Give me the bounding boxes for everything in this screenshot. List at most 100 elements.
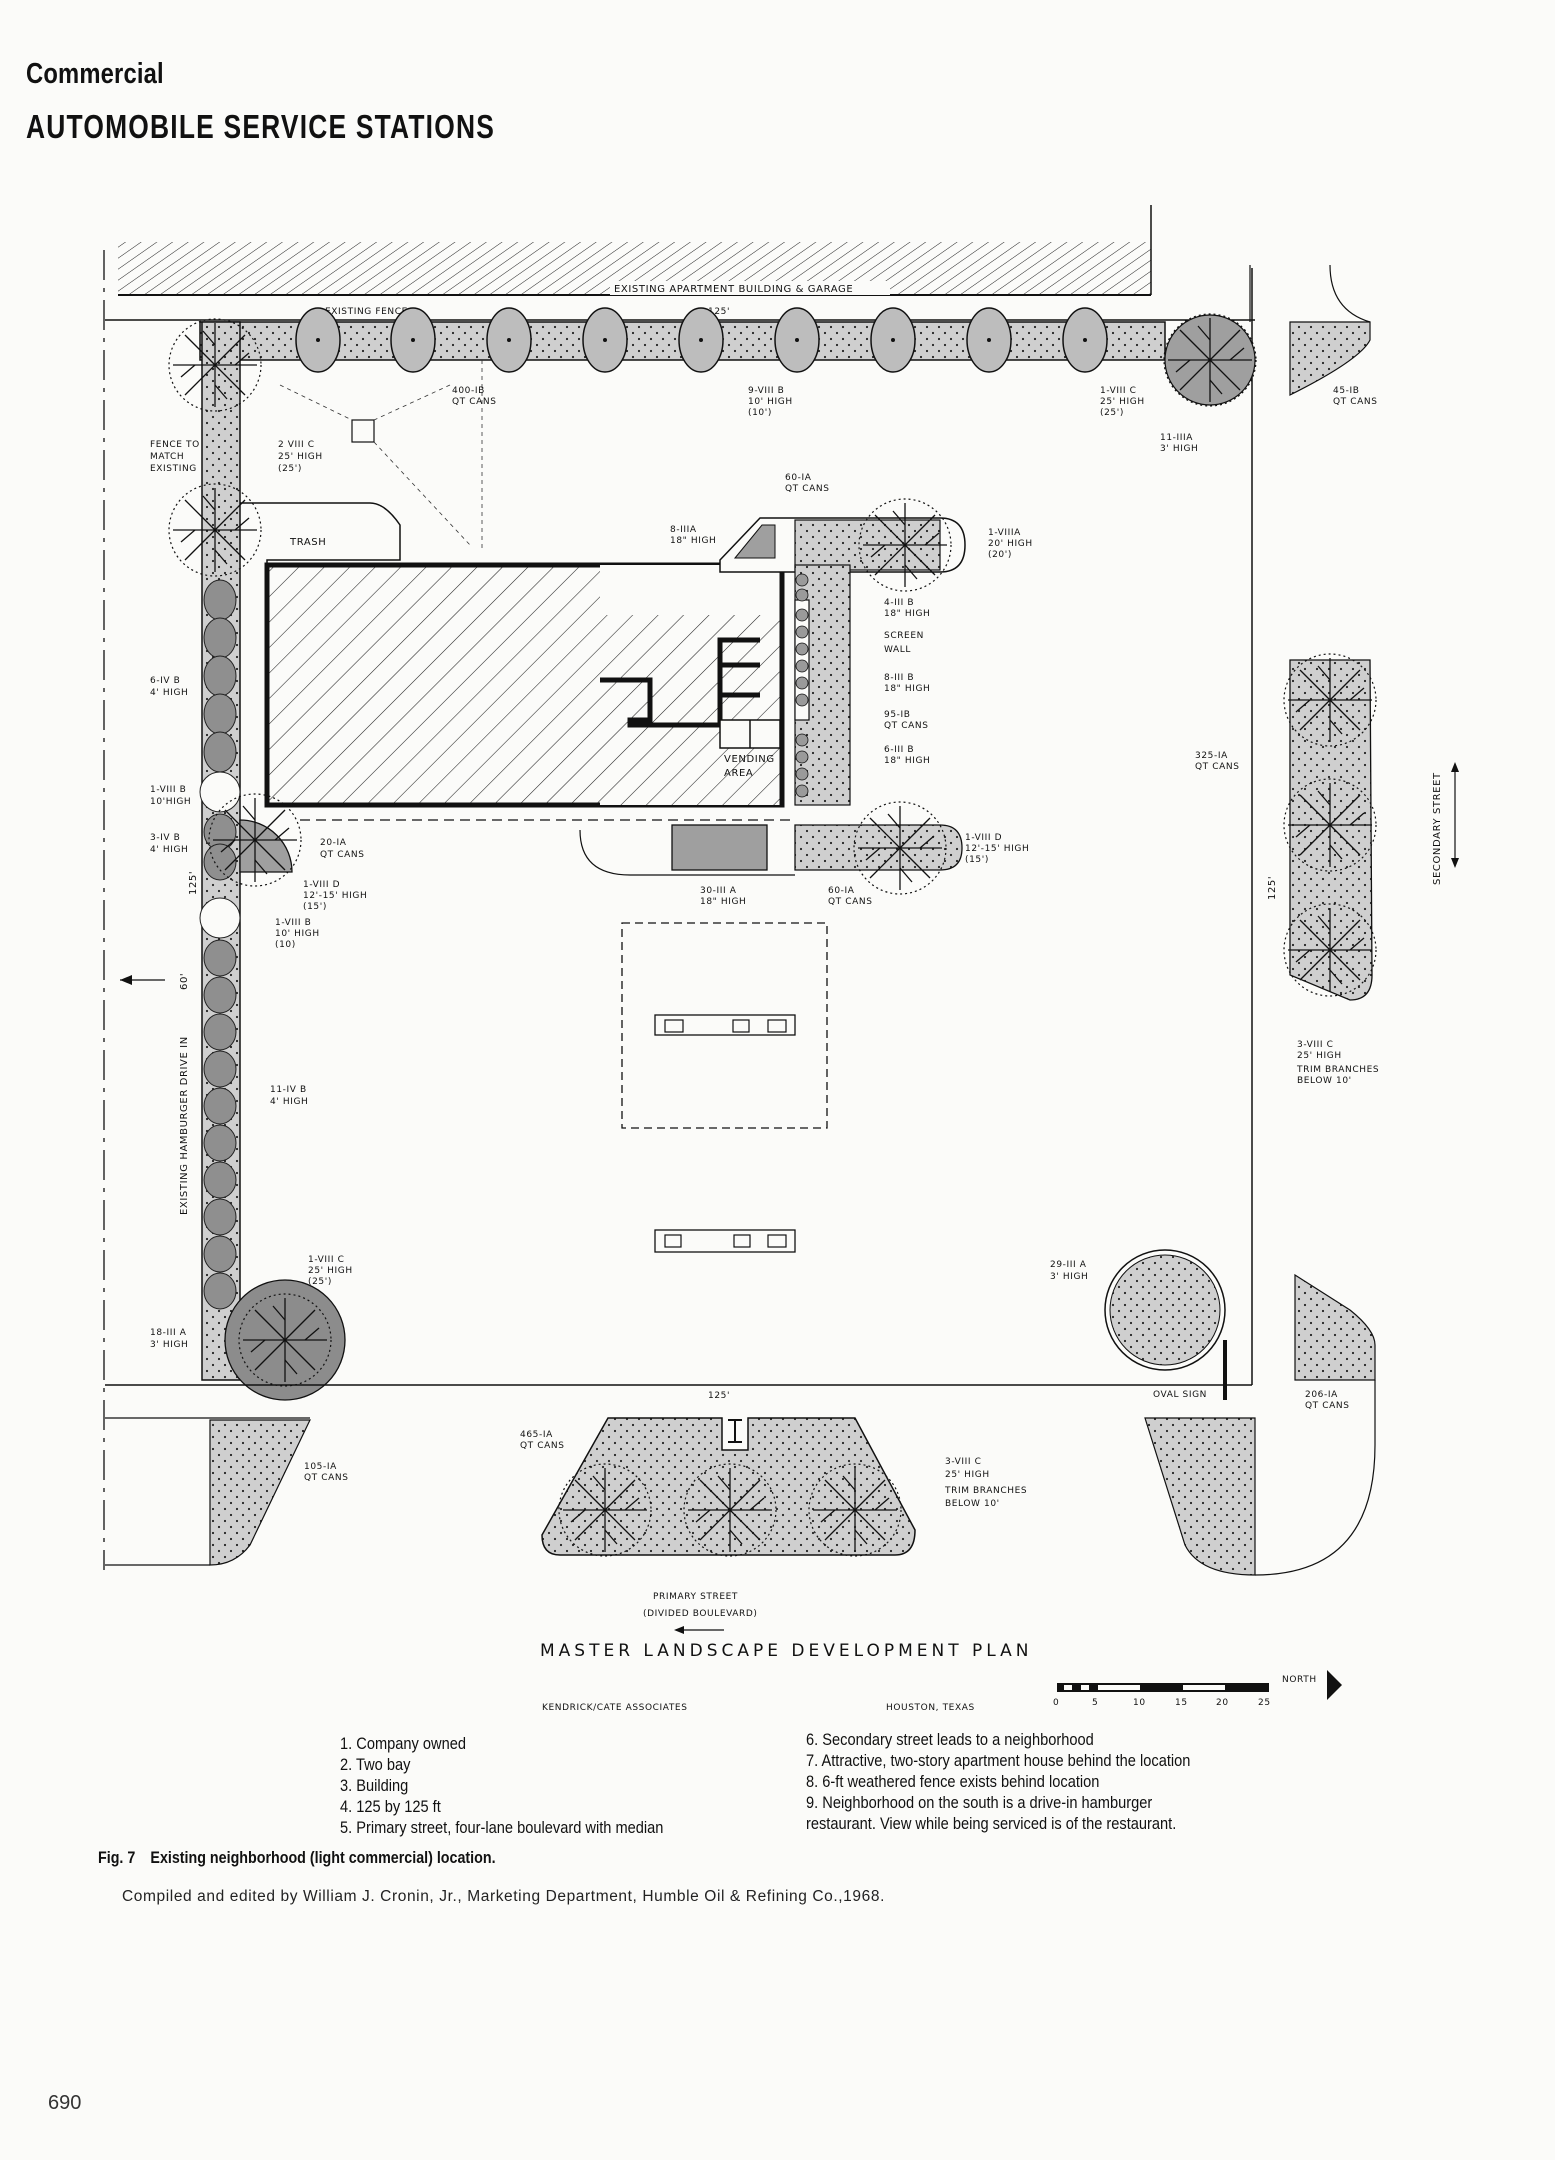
hamburger-drive-in-label: EXISTING HAMBURGER DRIVE IN (179, 1036, 190, 1215)
vending-label-2: AREA (724, 768, 753, 779)
primary-street-median-bed (541, 1417, 916, 1557)
figure-caption-text: Existing neighborhood (light commercial)… (150, 1848, 496, 1867)
pump-canopy (621, 922, 828, 1129)
svg-text:1-VIII C25' HIGH(25'): 1-VIII C25' HIGH(25') (1100, 386, 1145, 418)
oval-sign-bed (1104, 1249, 1227, 1400)
oval-sign-label: OVAL SIGN (1153, 1390, 1207, 1400)
fence-match-label: FENCE TO (150, 440, 200, 450)
svg-text:11-IV B4' HIGH: 11-IV B4' HIGH (270, 1085, 308, 1107)
north-label: NORTH (1282, 1675, 1317, 1685)
svg-text:15: 15 (1175, 1698, 1188, 1708)
note-item: 7. Attractive, two-story apartment house… (806, 1751, 1191, 1770)
west-shrub-row (199, 579, 241, 1310)
primary-street-label-2: (DIVIDED BOULEVARD) (643, 1609, 758, 1619)
firm-label: KENDRICK/CATE ASSOCIATES (542, 1703, 688, 1713)
svg-text:MATCH: MATCH (150, 452, 184, 462)
svg-text:8-III B18" HIGH: 8-III B18" HIGH (884, 673, 930, 694)
scale-bar: 0 5 10 15 20 25 (1053, 1683, 1271, 1708)
note-item: restaurant. View while being serviced is… (806, 1814, 1177, 1833)
top-dimension: 125' (708, 307, 730, 317)
figure-number: Fig. 7 (98, 1848, 136, 1867)
svg-text:4-III B18" HIGH: 4-III B18" HIGH (884, 598, 930, 619)
svg-text:0: 0 (1053, 1698, 1059, 1708)
trash-label: TRASH (289, 537, 326, 548)
note-item: 5. Primary street, four-lane boulevard w… (340, 1818, 664, 1837)
credit-line: Compiled and edited by William J. Cronin… (122, 1888, 885, 1905)
rear-screen-shrubs (295, 307, 1108, 373)
figure-caption: Fig. 7 Existing neighborhood (light comme… (98, 1848, 496, 1868)
southwest-corner-tree (224, 1279, 346, 1401)
east-planting-bed (1283, 653, 1377, 1001)
note-item: 6. Secondary street leads to a neighborh… (806, 1730, 1094, 1749)
note-item: 4. 125 by 125 ft (340, 1797, 441, 1816)
plan-title: MASTER LANDSCAPE DEVELOPMENT PLAN (540, 1641, 1033, 1661)
screen-wall-label: SCREEN (884, 631, 924, 641)
svg-text:6-III B18" HIGH: 6-III B18" HIGH (884, 745, 930, 766)
vending-label-1: VENDING (724, 754, 775, 765)
svg-text:25: 25 (1258, 1698, 1271, 1708)
station-building: VENDING AREA (264, 562, 785, 808)
svg-text:29-III A3' HIGH: 29-III A3' HIGH (1050, 1260, 1088, 1282)
svg-text:30-III A18" HIGH: 30-III A18" HIGH (700, 886, 746, 907)
northeast-corner-tree (1163, 264, 1371, 407)
svg-text:18-III A3' HIGH: 18-III A3' HIGH (150, 1328, 188, 1350)
fence-label: EXISTING FENCE (325, 307, 408, 317)
note-item: 8. 6-ft weathered fence exists behind lo… (806, 1772, 1100, 1791)
section-label: Commercial (26, 58, 164, 90)
svg-text:1-VIII B10'HIGH: 1-VIII B10'HIGH (150, 785, 191, 807)
svg-text:1-VIII D12'-15' HIGH(15'): 1-VIII D12'-15' HIGH(15') (303, 880, 367, 912)
building-corner-tree (208, 793, 302, 887)
existing-apartment-building: EXISTING APARTMENT BUILDING & GARAGE (118, 205, 1152, 296)
light-pole (351, 419, 375, 443)
svg-text:5: 5 (1092, 1698, 1098, 1708)
secondary-street-label: SECONDARY STREET (1432, 772, 1443, 885)
pump-island-2 (654, 1229, 796, 1253)
apartment-label: EXISTING APARTMENT BUILDING & GARAGE (614, 284, 853, 295)
west-dimension: 125' (188, 871, 199, 895)
north-arrow-icon (1327, 1670, 1342, 1700)
svg-text:1-VIII D12'-15' HIGH(15'): 1-VIII D12'-15' HIGH(15') (965, 833, 1029, 865)
location-label: HOUSTON, TEXAS (886, 1703, 975, 1713)
trash-enclosure (240, 502, 401, 565)
south-dimension: 125' (708, 1391, 730, 1401)
page-title: AUTOMOBILE SERVICE STATIONS (26, 108, 496, 145)
svg-text:3-IV B4' HIGH: 3-IV B4' HIGH (150, 833, 188, 855)
svg-text:1-VIII C25' HIGH(25'): 1-VIII C25' HIGH(25') (308, 1255, 353, 1287)
svg-text:10: 10 (1133, 1698, 1146, 1708)
svg-text:20: 20 (1216, 1698, 1229, 1708)
southwest-planting-bed (209, 1419, 311, 1566)
svg-text:1-VIII B10' HIGH(10): 1-VIII B10' HIGH(10) (275, 918, 320, 950)
page-number: 690 (48, 2092, 82, 2114)
pump-island-1 (654, 1014, 796, 1036)
drive-in-offset: 60' (179, 973, 190, 990)
note-item: 2. Two bay (340, 1755, 411, 1774)
note-item: 3. Building (340, 1776, 409, 1795)
southeast-planting-bed (1294, 1273, 1376, 1381)
notes-list-left: 1. Company owned 2. Two bay 3. Building … (340, 1733, 663, 1838)
east-planter-beds (671, 498, 966, 895)
notes-list-right: 6. Secondary street leads to a neighborh… (806, 1729, 1190, 1834)
svg-text:9-VIII B10' HIGH(10'): 9-VIII B10' HIGH(10') (748, 386, 793, 418)
svg-text:WALL: WALL (884, 645, 911, 655)
svg-text:6-IV B4' HIGH: 6-IV B4' HIGH (150, 676, 188, 698)
note-item: 1. Company owned (340, 1734, 466, 1753)
note-item: 9. Neighborhood on the south is a drive-… (806, 1793, 1153, 1812)
svg-text:EXISTING: EXISTING (150, 464, 197, 474)
